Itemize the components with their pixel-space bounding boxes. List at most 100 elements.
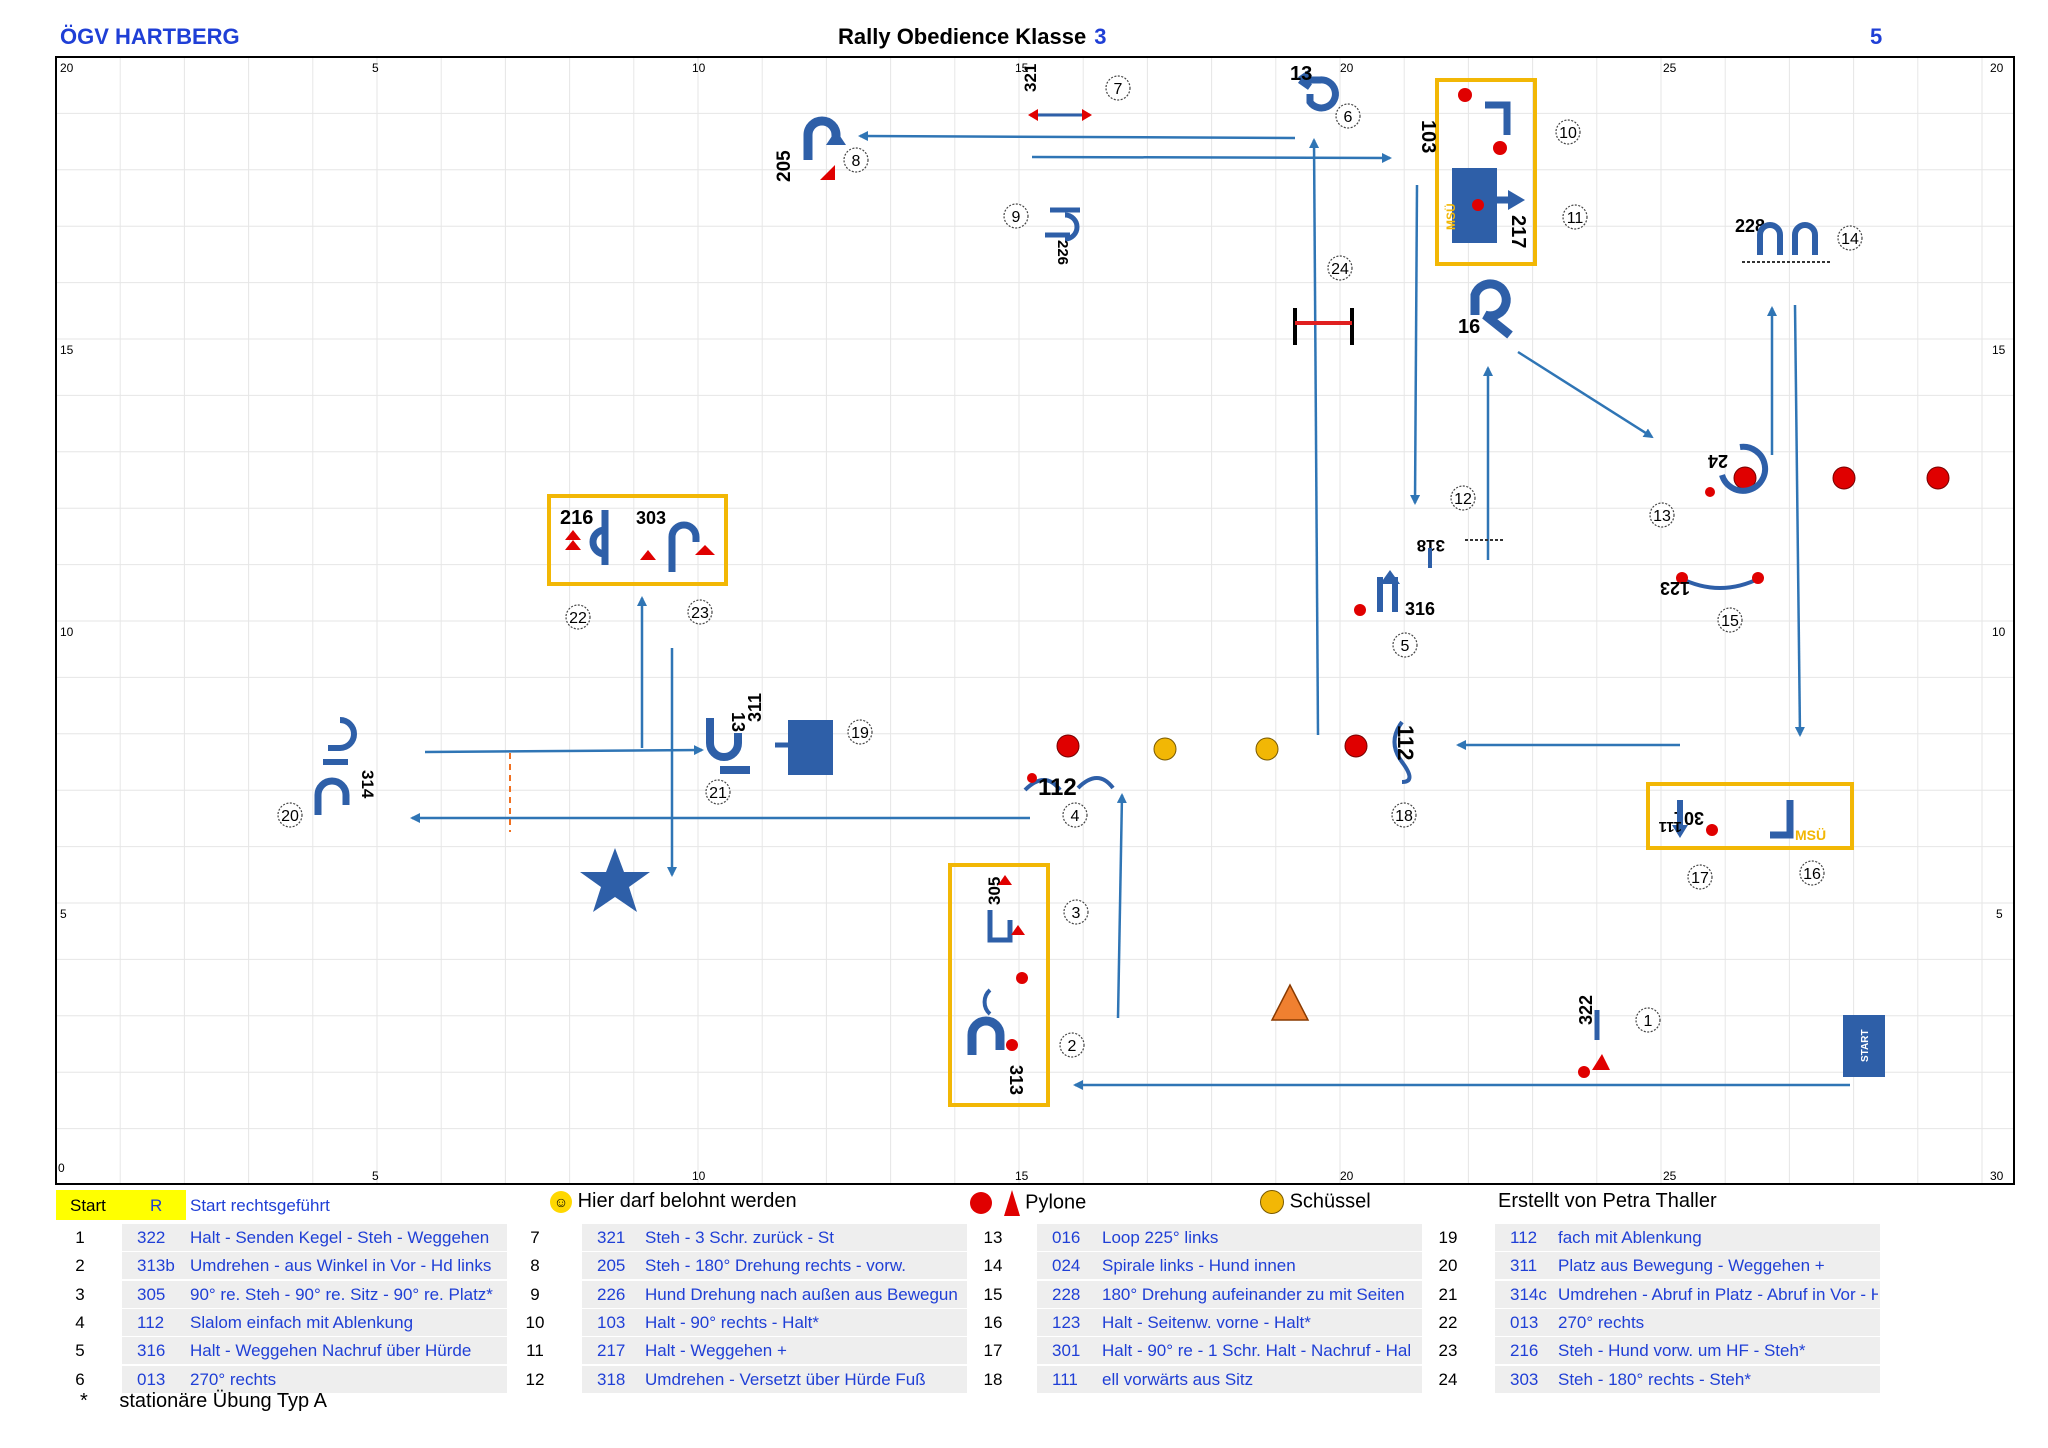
footnote-star: * <box>80 1390 88 1412</box>
exercise-number: 21 <box>1438 1284 1458 1304</box>
legend-start-text: Start rechtsgeführt <box>190 1196 330 1215</box>
exercise-description: Steh - 180° rechts - Steh* <box>1558 1369 1751 1389</box>
exercise-description: Hund Drehung nach außen aus Bewegun <box>645 1284 958 1304</box>
tick-bottom-3: 15 <box>1015 1169 1029 1183</box>
exercise-code: 112 <box>137 1312 165 1332</box>
step-number-24: 24 <box>1327 255 1353 281</box>
sign-5-code: 316 <box>1405 599 1435 619</box>
exercise-code: 123 <box>1052 1312 1081 1332</box>
sign-18: 112 <box>1392 720 1418 784</box>
step-number-7: 7 <box>1105 75 1131 101</box>
course-diagram: 20 5 10 15 20 25 20 0 5 10 15 20 25 30 1… <box>55 56 2015 1185</box>
step-number-label: 13 <box>1653 508 1671 525</box>
exercise-number: 24 <box>1438 1369 1458 1389</box>
step-number-label: 10 <box>1559 125 1577 142</box>
sign-12-code: 318 <box>1417 536 1445 555</box>
exercise-description: Umdrehen - Abruf in Platz - Abruf in Vor… <box>1558 1284 1878 1304</box>
table-row-bg <box>1495 1252 1880 1280</box>
exercise-code: 316 <box>137 1341 166 1361</box>
table-row-bg <box>122 1280 507 1308</box>
exercise-description: 270° rechts <box>1558 1312 1645 1332</box>
step-number-label: 15 <box>1721 613 1739 630</box>
table-row-bg <box>582 1365 967 1393</box>
legend-start: Start <box>70 1196 106 1215</box>
exercise-number: 4 <box>75 1312 85 1332</box>
exercise-code: 313b <box>137 1256 175 1276</box>
exercise-code: 226 <box>597 1284 626 1304</box>
table-row-bg <box>1037 1308 1422 1336</box>
step-number-label: 11 <box>1567 210 1584 227</box>
table-row-bg <box>1037 1280 1422 1308</box>
sign-6: 13 <box>1290 63 1339 112</box>
sign-20: 314 <box>314 717 377 815</box>
sign-9-code: 226 <box>1054 240 1071 265</box>
exercise-code: 311 <box>1510 1256 1538 1276</box>
smiley-icon: ☺ <box>550 1190 572 1213</box>
tick-top-0: 20 <box>60 61 74 75</box>
tick-bottom-5: 25 <box>1663 1169 1677 1183</box>
sign-24-code: 16 <box>1458 316 1480 338</box>
exercise-code: 217 <box>597 1341 626 1361</box>
step-number-label: 22 <box>569 610 587 627</box>
exercise-code: 016 <box>1052 1228 1081 1247</box>
exercise-number: 14 <box>983 1256 1003 1276</box>
table-row-bg <box>122 1308 507 1336</box>
step-number-12: 12 <box>1450 485 1476 511</box>
sign-2: 313 <box>967 972 1028 1095</box>
step-number-2: 2 <box>1059 1032 1085 1058</box>
exercise-code: 112 <box>1510 1228 1538 1247</box>
sign-21-code: 13 <box>728 712 748 732</box>
exercise-description: Slalom einfach mit Ablenkung <box>190 1312 414 1332</box>
tick-top-2: 10 <box>692 61 706 75</box>
step-number-21: 21 <box>705 779 731 805</box>
tick-top-5: 25 <box>1663 61 1677 75</box>
tick-right-5: 5 <box>1996 907 2003 921</box>
tick-top-4: 20 <box>1340 61 1354 75</box>
exercise-number: 3 <box>75 1284 85 1304</box>
step-number-label: 16 <box>1803 866 1821 883</box>
frame-10-11 <box>1435 78 1537 266</box>
step-number-label: 18 <box>1395 808 1413 825</box>
start-sign-label: START <box>1860 1029 1871 1062</box>
step-number-10: 10 <box>1555 119 1581 145</box>
legend-pylon: Pylone <box>970 1190 1086 1220</box>
tick-bottom-6: 30 <box>1990 1169 2004 1183</box>
legend-bowl-text: Schüssel <box>1289 1190 1371 1213</box>
sign-15-code: 123 <box>1660 578 1690 598</box>
exercise-description: 90° re. Steh - 90° re. Sitz - 90° re. Pl… <box>190 1284 493 1304</box>
sign-18-code: 112 <box>1393 725 1418 761</box>
exercise-number: 13 <box>983 1228 1003 1247</box>
exercise-description: Umdrehen - aus Winkel in Vor - Hd links <box>190 1256 492 1276</box>
sign-4: 112 <box>1023 773 1115 801</box>
hurdle-icon <box>1293 308 1354 345</box>
tick-top-1: 5 <box>372 61 379 75</box>
exercise-description: Halt - 90° rechts - Halt* <box>645 1312 820 1332</box>
frame-22-23 <box>547 494 728 586</box>
footnote-text: stationäre Übung Typ A <box>119 1390 327 1412</box>
sign-14: 228 <box>1735 216 1832 263</box>
step-number-23: 23 <box>687 599 713 625</box>
exercise-description: fach mit Ablenkung <box>1558 1228 1702 1247</box>
cone-icon <box>1056 734 1080 758</box>
page-number: 5 <box>1870 24 1883 49</box>
exercise-code: 205 <box>597 1256 626 1276</box>
exercise-code: 305 <box>137 1284 166 1304</box>
sign-23-code: 303 <box>636 508 666 528</box>
legend-start-code: R <box>150 1196 163 1215</box>
table-row-bg <box>582 1337 967 1365</box>
step-number-4: 4 <box>1062 802 1088 828</box>
tick-bottom-2: 10 <box>692 1169 706 1183</box>
table-row-bg <box>122 1224 507 1251</box>
cone-icon <box>1926 466 1950 490</box>
exercise-description: Platz aus Bewegung - Weggehen + <box>1558 1256 1825 1276</box>
legend-author: Erstellt von Petra Thaller <box>1498 1190 1717 1212</box>
sign-8: 205 <box>774 116 846 182</box>
tick-right-10: 10 <box>1992 625 2006 639</box>
table-row-bg <box>1495 1224 1880 1251</box>
sign-1-code: 322 <box>1576 995 1596 1025</box>
step-number-18: 18 <box>1391 802 1417 828</box>
step-number-label: 4 <box>1071 808 1080 825</box>
exercise-code: 314c <box>1510 1284 1547 1304</box>
exercise-description: Halt - Senden Kegel - Steh - Weggehen <box>190 1228 490 1247</box>
sign-group: 13 321 205 226 103 <box>314 63 1832 1095</box>
